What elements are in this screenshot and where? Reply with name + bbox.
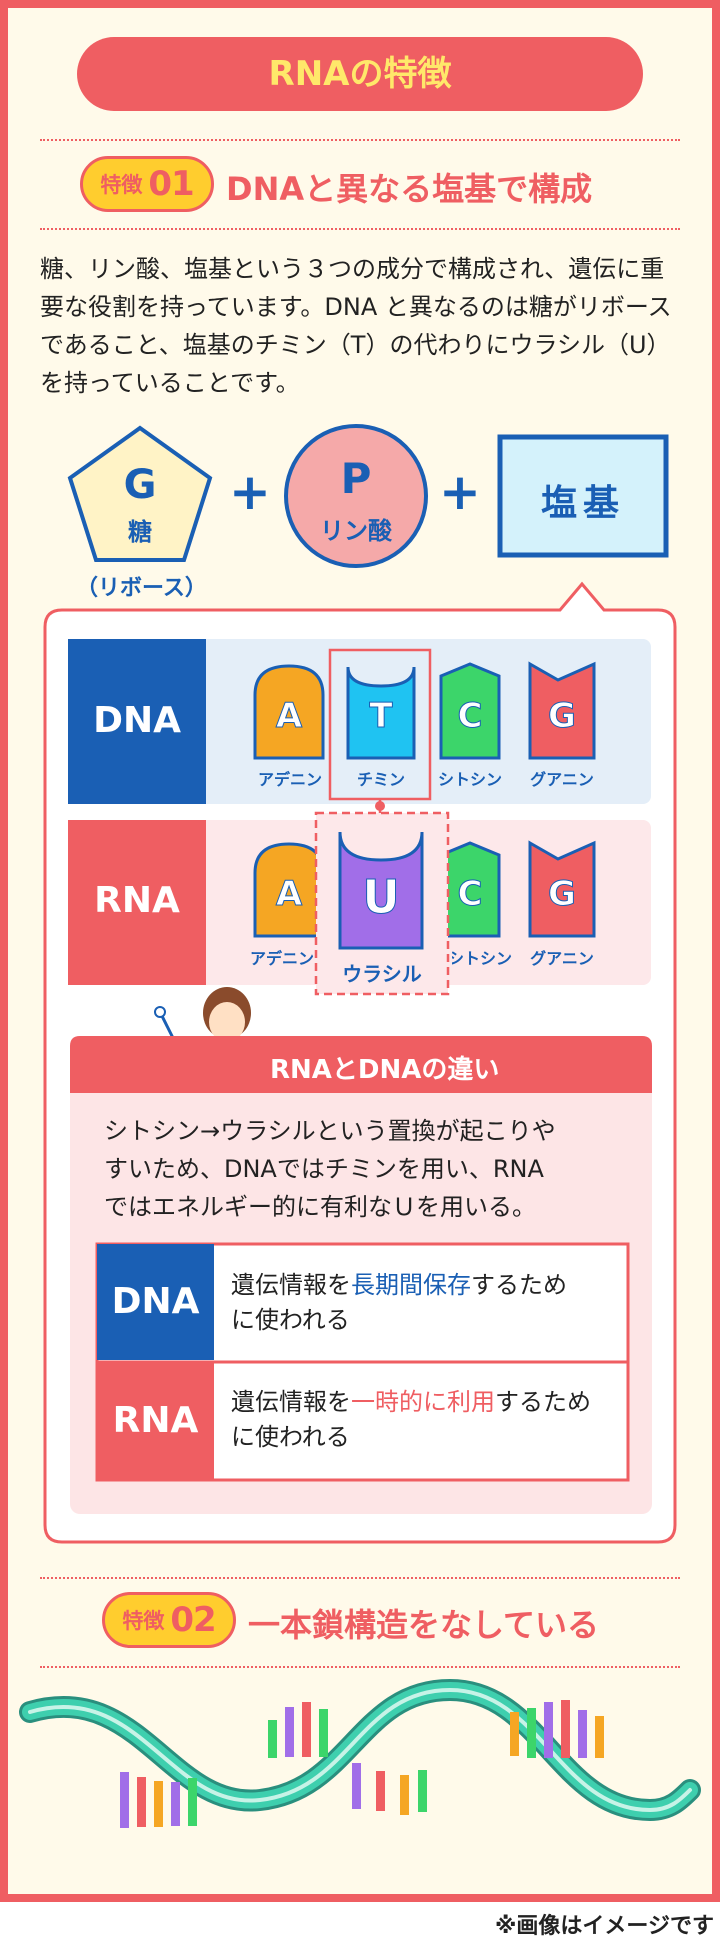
table-text-prefix: 遺伝情報を — [231, 1388, 351, 1416]
sugar-label: 糖 — [128, 518, 152, 546]
cytosine-name: シトシン — [437, 770, 502, 789]
cytosine-letter: C — [457, 696, 483, 737]
table-row-text: 遺伝情報を一時的に利用するため に使われる — [231, 1385, 621, 1455]
page-title: RNAの特徴 — [77, 37, 643, 111]
feature-badge-label: 特徴 — [122, 1609, 165, 1633]
feature-badge-label: 特徴 — [100, 173, 143, 197]
phosphate-label: リン酸 — [320, 517, 392, 545]
difference-line: ではエネルギー的に有利なＵを用いる。 — [104, 1193, 536, 1221]
table-row-text: 遺伝情報を長期間保存するため に使われる — [231, 1268, 621, 1338]
table-text-line2: に使われる — [231, 1423, 350, 1451]
plus-sign: + — [439, 463, 481, 521]
difference-line: シトシン→ウラシルという置換が起こりや — [104, 1117, 556, 1145]
feature-02-title: 一本鎖構造をなしている — [248, 1606, 600, 1644]
sugar-letter: G — [123, 462, 157, 508]
table-row-dna: DNA 遺伝情報を長期間保存するため に使われる — [97, 1244, 628, 1360]
table-text-suffix: するため — [495, 1388, 591, 1416]
feature-badge-number: 02 — [170, 1600, 216, 1640]
difference-heading: RNAとDNAの違い — [270, 1055, 500, 1085]
thymine-letter: T — [369, 696, 393, 737]
adenine-letter: A — [275, 874, 303, 915]
table-text-highlight: 一時的に利用 — [351, 1388, 495, 1416]
adenine-letter: A — [275, 696, 303, 737]
divider — [40, 1666, 680, 1668]
table-row-label: RNA — [97, 1363, 214, 1479]
difference-description: シトシン→ウラシルという置換が起こりや すいため、DNAではチミンを用い、RNA… — [104, 1112, 644, 1226]
table-text-prefix: 遺伝情報を — [231, 1271, 351, 1299]
plus-sign: + — [229, 463, 271, 521]
thymine-name: チミン — [356, 770, 405, 789]
difference-line: すいため、DNAではチミンを用い、RNA — [104, 1155, 544, 1183]
divider — [40, 228, 680, 230]
guanine-letter: G — [548, 874, 577, 915]
table-text-line2: に使われる — [231, 1306, 350, 1334]
adenine-name: アデニン — [257, 770, 322, 789]
guanine-name: グアニン — [530, 949, 594, 968]
divider — [40, 139, 680, 141]
feature-01-badge: 特徴 01 — [80, 156, 214, 212]
dna-row-label: DNA — [93, 700, 181, 741]
adenine-name: アデニン — [249, 949, 314, 968]
image-disclaimer: ※画像はイメージです — [495, 1914, 714, 1939]
feature-01-title: DNAと異なる塩基で構成 — [226, 170, 593, 208]
base-label: 塩基 — [540, 483, 625, 524]
cytosine-letter: C — [457, 874, 483, 915]
feature-01-description: 糖、リン酸、塩基という３つの成分で構成され、遺伝に重要な役割を持っています。DN… — [40, 255, 672, 397]
table-text-suffix: するため — [471, 1271, 567, 1299]
divider — [40, 1577, 680, 1579]
guanine-name: グアニン — [530, 770, 594, 789]
rna-row-label: RNA — [94, 880, 180, 921]
phosphate-letter: P — [340, 454, 372, 503]
feature-badge-number: 01 — [148, 164, 194, 204]
cytosine-name: シトシン — [452, 949, 512, 968]
uracil-letter: U — [362, 870, 400, 925]
uracil-name: ウラシル — [342, 962, 422, 986]
table-text-highlight: 長期間保存 — [351, 1271, 471, 1299]
table-row-label: DNA — [97, 1244, 214, 1360]
feature-02-badge: 特徴 02 — [102, 1592, 236, 1648]
table-row-rna: RNA 遺伝情報を一時的に利用するため に使われる — [97, 1363, 628, 1479]
sugar-note: （リボース） — [76, 576, 207, 601]
guanine-letter: G — [548, 696, 577, 737]
